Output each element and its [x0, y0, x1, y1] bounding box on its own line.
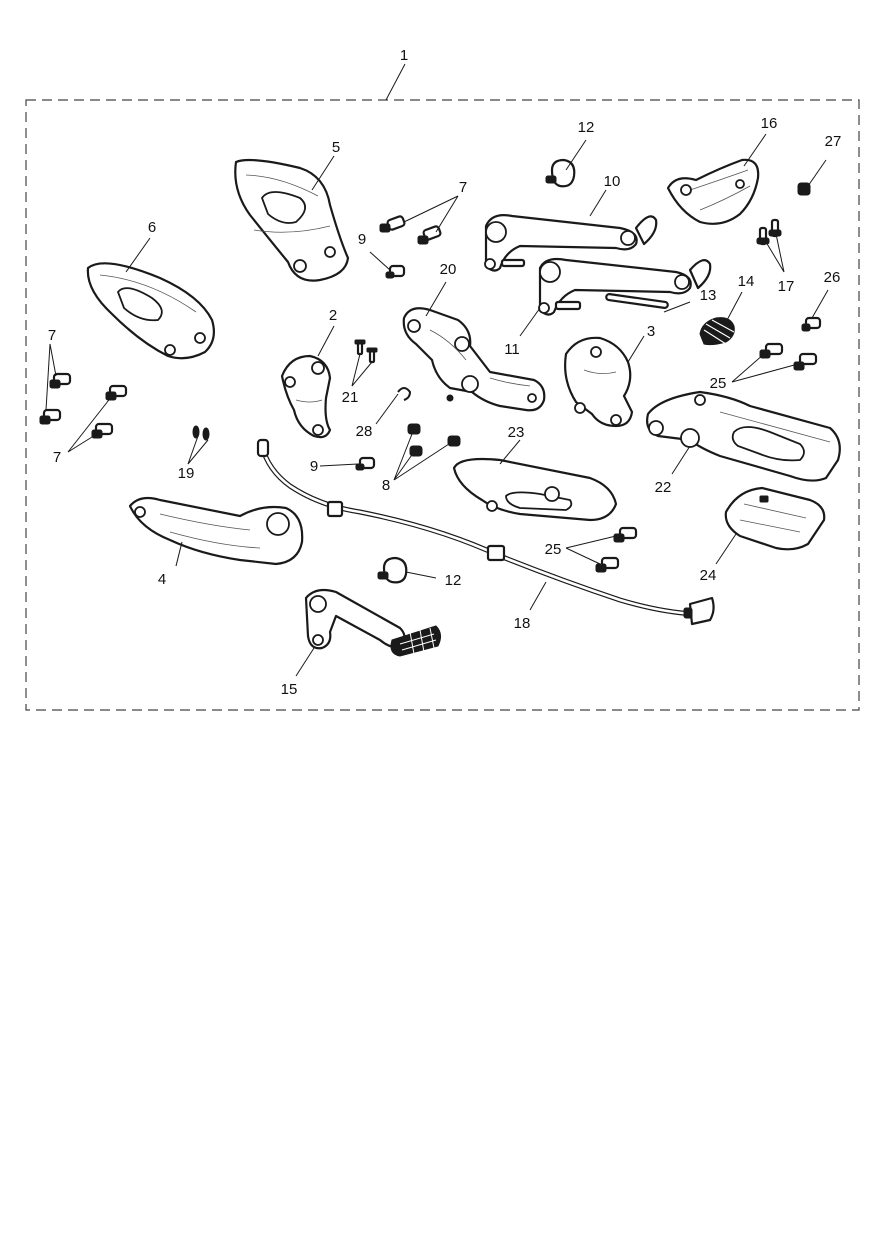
- part-28-clip: [397, 387, 412, 401]
- callout-28: 28: [356, 423, 373, 440]
- part-23-footrest: [452, 457, 618, 522]
- callout-11: 11: [504, 341, 520, 358]
- part-15-brake-pedal: [304, 588, 442, 657]
- callout-5: 5: [332, 139, 340, 156]
- part-9-bolt-top: [385, 264, 406, 279]
- callout-12-lower: 12: [445, 572, 462, 589]
- callout-7-top: 7: [459, 179, 467, 196]
- leader-lines: [45, 63, 829, 677]
- callout-3: 3: [647, 323, 655, 340]
- callout-8: 8: [382, 477, 390, 494]
- part-14-rubber-spring: [699, 317, 735, 346]
- callout-20: 20: [440, 261, 457, 278]
- part-4-lever: [128, 496, 304, 566]
- part-8-spacers: [407, 423, 461, 457]
- part-6-heel-guard: [86, 262, 215, 360]
- callout-9-mid: 9: [310, 458, 318, 475]
- callout-9-top: 9: [358, 231, 366, 248]
- part-7-bolts-top: [379, 215, 442, 245]
- callout-14: 14: [738, 273, 755, 290]
- part-24-rubber-pad: [724, 486, 826, 551]
- part-26-bolt: [801, 316, 822, 332]
- part-2-bracket: [280, 354, 332, 439]
- callout-1: 1: [400, 47, 408, 64]
- part-3-bracket: [564, 336, 634, 428]
- part-22-footrest: [646, 390, 841, 482]
- part-18-cable: [256, 438, 715, 626]
- callout-27: 27: [825, 133, 842, 150]
- callout-10: 10: [604, 173, 621, 190]
- callout-4: 4: [158, 571, 166, 588]
- callout-15: 15: [281, 681, 298, 698]
- part-27-nut: [797, 182, 811, 196]
- part-5-heel-guard: [234, 158, 350, 282]
- callout-7-left-upper: 7: [48, 327, 56, 344]
- part-12-pivot-bolt-lower: [377, 556, 408, 584]
- callout-19: 19: [178, 465, 195, 482]
- part-10-gear-lever: [484, 214, 658, 272]
- callout-26: 26: [824, 269, 841, 286]
- part-11-brake-arm: [538, 257, 712, 316]
- callout-2: 2: [329, 307, 337, 324]
- callout-16: 16: [761, 115, 778, 132]
- part-13-pin: [605, 293, 669, 309]
- callout-24: 24: [700, 567, 717, 584]
- part-7-bolts-left: [39, 372, 128, 439]
- callout-21: 21: [342, 389, 359, 406]
- callout-25-lower: 25: [545, 541, 562, 558]
- part-9-bolt-mid: [355, 456, 376, 471]
- kit-boundary-frame: [25, 99, 860, 711]
- callout-23: 23: [508, 424, 525, 441]
- part-25-bolts-lower: [595, 526, 638, 573]
- callout-22: 22: [655, 479, 672, 496]
- callout-6: 6: [148, 219, 156, 236]
- part-20-footrest-hanger: [402, 307, 546, 412]
- callout-7-left-lower: 7: [53, 449, 61, 466]
- part-21-screws: [354, 339, 378, 364]
- callout-25-upper: 25: [710, 375, 727, 392]
- part-25-bolts-upper: [759, 342, 818, 371]
- callout-18: 18: [514, 615, 531, 632]
- part-16-bracket: [666, 158, 760, 225]
- callout-12-top: 12: [578, 119, 595, 136]
- part-17-screws: [756, 218, 782, 246]
- part-19-washers: [192, 425, 210, 441]
- callout-13: 13: [700, 287, 717, 304]
- callout-17: 17: [778, 278, 795, 295]
